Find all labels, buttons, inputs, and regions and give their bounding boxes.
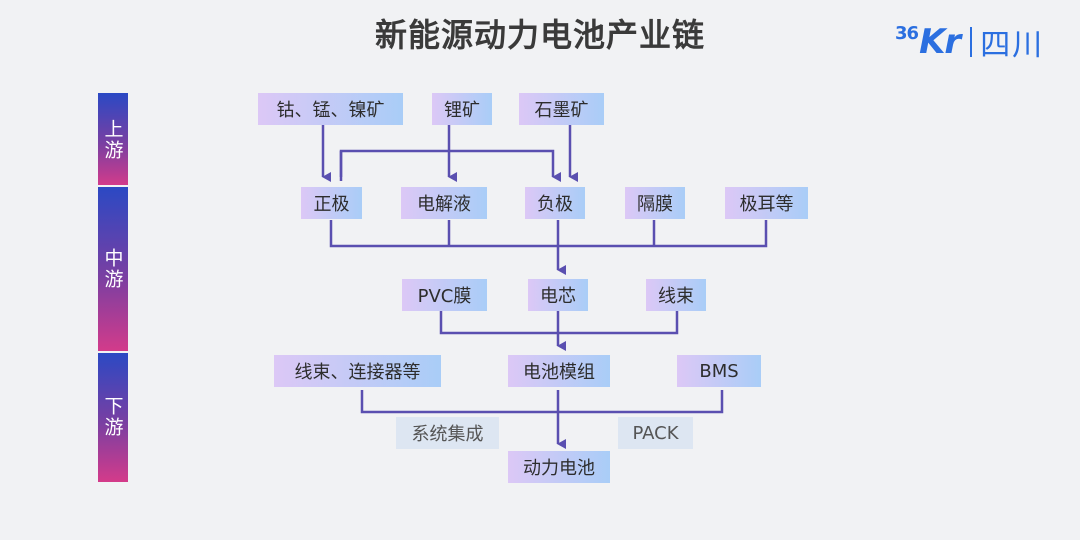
node-power-battery: 动力电池 <box>508 451 610 483</box>
label-system-integration: 系统集成 <box>396 417 499 449</box>
stage-divider <box>98 351 128 353</box>
node-bms: BMS <box>677 355 761 387</box>
node-cathode: 正极 <box>301 187 362 219</box>
node-wire-harness: 线束 <box>646 279 706 311</box>
logo-mark: 36Kr <box>895 22 961 62</box>
node-anode: 负极 <box>525 187 585 219</box>
lithium-branch <box>339 149 561 182</box>
stage-divider <box>98 185 128 187</box>
node-lithium-ore: 锂矿 <box>432 93 492 125</box>
node-electrolyte: 电解液 <box>401 187 487 219</box>
logo-city: 四川 <box>980 28 1045 63</box>
logo-separator <box>970 27 973 57</box>
node-cell: 电芯 <box>528 279 588 311</box>
node-pvc-film: PVC膜 <box>402 279 487 311</box>
downstream-merge-bar <box>360 390 724 414</box>
node-tabs-etc: 极耳等 <box>725 187 808 219</box>
node-separator: 隔膜 <box>625 187 685 219</box>
page-title: 新能源动力电池产业链 <box>374 16 705 54</box>
stage-upstream: 上游 <box>98 93 128 186</box>
materials-merge-bar <box>329 220 768 248</box>
label-pack: PACK <box>618 417 693 449</box>
node-harness-connectors: 线束、连接器等 <box>274 355 441 387</box>
stage-downstream: 下游 <box>98 352 128 482</box>
brand-logo: 36Kr 四川 <box>895 20 1044 64</box>
node-cobalt-manganese-nickel: 钴、锰、镍矿 <box>258 93 403 125</box>
node-graphite-ore: 石墨矿 <box>519 93 604 125</box>
stage-midstream: 中游 <box>98 186 128 352</box>
node-battery-module: 电池模组 <box>508 355 610 387</box>
